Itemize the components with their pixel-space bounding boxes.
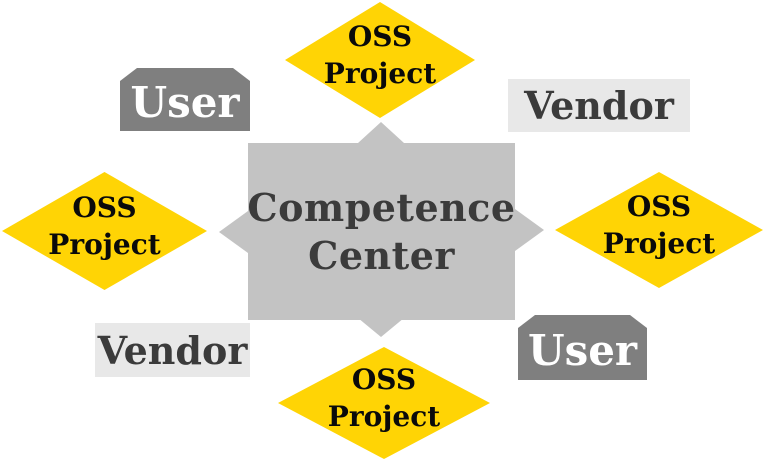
oss-project-label-line1: OSS bbox=[351, 363, 417, 397]
oss-project-diamond-top: OSS Project bbox=[285, 2, 475, 118]
user-box-bottom-right: User bbox=[518, 315, 647, 380]
oss-project-label: OSS Project bbox=[2, 172, 207, 290]
user-box-top-left: User bbox=[120, 68, 250, 131]
oss-project-diamond-right: OSS Project bbox=[555, 172, 763, 288]
oss-project-label-line1: OSS bbox=[72, 191, 137, 225]
oss-project-label-line1: OSS bbox=[347, 20, 413, 54]
oss-project-diamond-bottom: OSS Project bbox=[278, 347, 490, 459]
oss-project-label-line1: OSS bbox=[626, 190, 692, 224]
vendor-box-bottom-left: Vendor bbox=[95, 323, 250, 377]
oss-project-label-line2: Project bbox=[323, 57, 437, 90]
oss-project-label: OSS Project bbox=[285, 2, 475, 118]
oss-project-label: OSS Project bbox=[278, 347, 490, 459]
oss-project-label-line2: Project bbox=[602, 227, 716, 260]
oss-project-diamond-left: OSS Project bbox=[2, 172, 207, 290]
competence-center-label-line2: Center bbox=[308, 232, 455, 278]
arrow-up-icon bbox=[358, 122, 404, 143]
oss-project-label-line2: Project bbox=[48, 228, 161, 261]
competence-center-box: Competence Center bbox=[247, 143, 516, 320]
arrow-left-icon bbox=[219, 211, 248, 253]
vendor-box-top-right: Vendor bbox=[508, 79, 690, 132]
oss-project-label: OSS Project bbox=[555, 172, 763, 288]
competence-center-label-line1: Competence bbox=[247, 185, 516, 230]
arrow-right-icon bbox=[515, 209, 544, 251]
vendor-label: Vendor bbox=[97, 327, 248, 373]
vendor-label: Vendor bbox=[524, 83, 674, 128]
oss-project-label-line2: Project bbox=[327, 400, 441, 433]
user-label: User bbox=[130, 78, 240, 127]
arrow-down-icon bbox=[358, 318, 404, 337]
user-label: User bbox=[527, 326, 638, 375]
